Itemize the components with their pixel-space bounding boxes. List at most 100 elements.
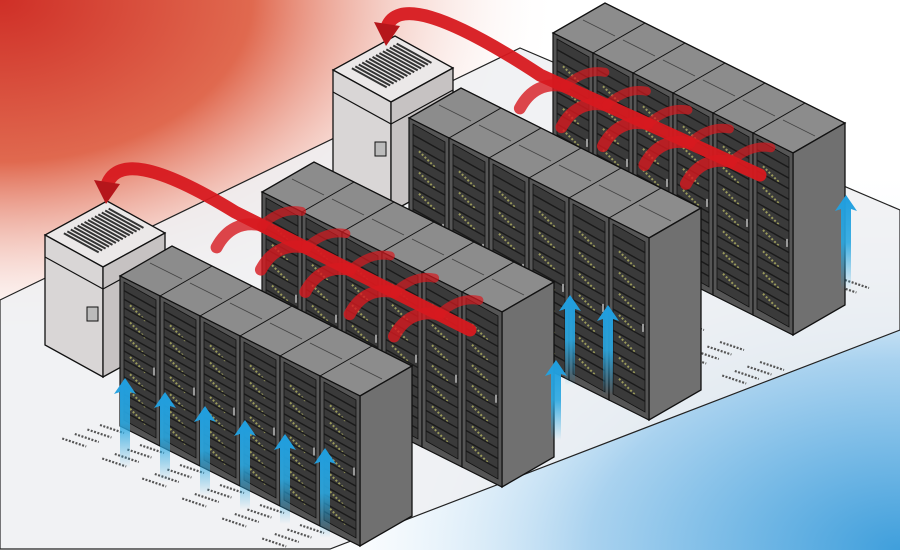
cold-air-arrow-shape	[154, 392, 176, 482]
hot-air-plume	[345, 250, 395, 275]
server-slot	[532, 247, 566, 267]
cold-air-arrow	[114, 378, 136, 468]
server-slot	[305, 298, 339, 319]
rack-top-panel-line	[349, 362, 383, 380]
server-slot	[612, 329, 646, 349]
floor-vent-slat	[707, 345, 732, 356]
rack-top-seam	[199, 285, 253, 317]
crac-intake-grille	[66, 230, 103, 252]
server-slot	[203, 355, 237, 376]
server-slot	[283, 421, 317, 441]
cold-air-arrow-shape	[314, 448, 336, 538]
server-slot	[163, 353, 197, 373]
crac-intake-grille	[358, 63, 395, 85]
rack-top-panel-line	[189, 282, 223, 300]
rack-top-seam	[672, 62, 726, 94]
server-slot	[385, 349, 419, 369]
floor-vent-slat	[221, 517, 247, 528]
server-slot	[283, 413, 317, 433]
server-slot	[452, 196, 486, 216]
server-slot	[452, 175, 486, 195]
server-slot	[163, 318, 197, 338]
server-slot	[716, 192, 750, 212]
server-slot	[716, 245, 750, 266]
rack-top-seam	[461, 261, 515, 293]
crac-intake-grille	[70, 228, 107, 250]
server-slot	[425, 399, 459, 419]
server-slot	[572, 341, 606, 361]
server-slot	[345, 257, 379, 277]
server-slot	[716, 214, 750, 234]
floor-vent-slat	[719, 340, 745, 352]
rack-handle	[602, 303, 604, 312]
server-slot	[425, 369, 459, 389]
server-slot	[532, 225, 566, 246]
cold-air-arrow-shape	[559, 295, 581, 385]
server-slot	[283, 395, 317, 416]
rack-top-seam	[752, 102, 806, 134]
rack-top-panel-line	[662, 59, 696, 77]
hot-air-return-path	[99, 162, 477, 337]
rack-top-panel-line	[742, 99, 776, 117]
rack-row-end-panel	[792, 121, 846, 337]
server-slot	[756, 297, 790, 317]
server-slot	[612, 255, 646, 275]
server-slot	[203, 347, 237, 367]
server-slot	[452, 207, 486, 227]
server-slot	[163, 344, 197, 364]
rack-top-panel-line	[309, 342, 343, 360]
server-slot	[425, 379, 459, 399]
rack-top-panel-line	[491, 278, 525, 296]
rack-top-seam	[421, 241, 475, 273]
server-slot	[572, 256, 606, 276]
server-slot	[123, 324, 157, 344]
server-slot	[323, 424, 357, 444]
server-slot	[323, 433, 357, 453]
cold-air-arrow	[559, 295, 581, 385]
rack-top-panel-line	[598, 184, 632, 202]
floor-vent-slat	[61, 437, 87, 448]
server-slot	[283, 378, 317, 398]
floor-vent-slat	[127, 448, 152, 459]
server-slot	[123, 307, 157, 327]
rack-handle	[295, 294, 297, 303]
rack-top-panel-line	[702, 79, 736, 97]
server-slot	[716, 182, 750, 202]
crac-panel	[86, 306, 99, 322]
crac-intake-grille	[372, 56, 408, 77]
rack-handle	[495, 394, 497, 403]
hot-air-plume	[257, 206, 307, 230]
rack-row-end-panel	[359, 364, 413, 548]
server-slot	[612, 340, 646, 360]
server-slot	[452, 228, 486, 248]
crac-intake-grille	[378, 52, 415, 74]
rack-top-seam	[159, 265, 213, 297]
crac-intake-grille	[368, 57, 405, 79]
server-slot	[465, 429, 499, 450]
cold-air-arrow-shape	[234, 420, 256, 510]
server-slot	[572, 267, 606, 287]
server-slot	[756, 276, 790, 296]
server-slot	[532, 215, 566, 235]
server-slot	[612, 244, 646, 264]
floor-vent-slat	[721, 374, 747, 385]
floor-vent-slat	[114, 452, 140, 464]
server-slot	[612, 372, 646, 392]
server-slot	[123, 350, 157, 370]
crac-intake-grille	[361, 61, 398, 83]
server-slot	[756, 212, 790, 232]
server-rack	[752, 132, 794, 336]
hot-air-plume	[555, 98, 613, 134]
floor-vent-slat	[747, 365, 772, 376]
server-slot	[612, 308, 646, 328]
server-slot	[556, 49, 590, 69]
server-slot	[323, 398, 357, 418]
rack-top-seam	[568, 167, 622, 199]
floor-vent-slat	[234, 512, 260, 524]
server-slot	[203, 390, 237, 410]
hot-air-plume	[210, 218, 268, 254]
server-slot	[203, 399, 237, 419]
floor-vent-slat	[261, 537, 287, 548]
server-slot	[425, 318, 459, 338]
server-slot	[465, 399, 499, 419]
